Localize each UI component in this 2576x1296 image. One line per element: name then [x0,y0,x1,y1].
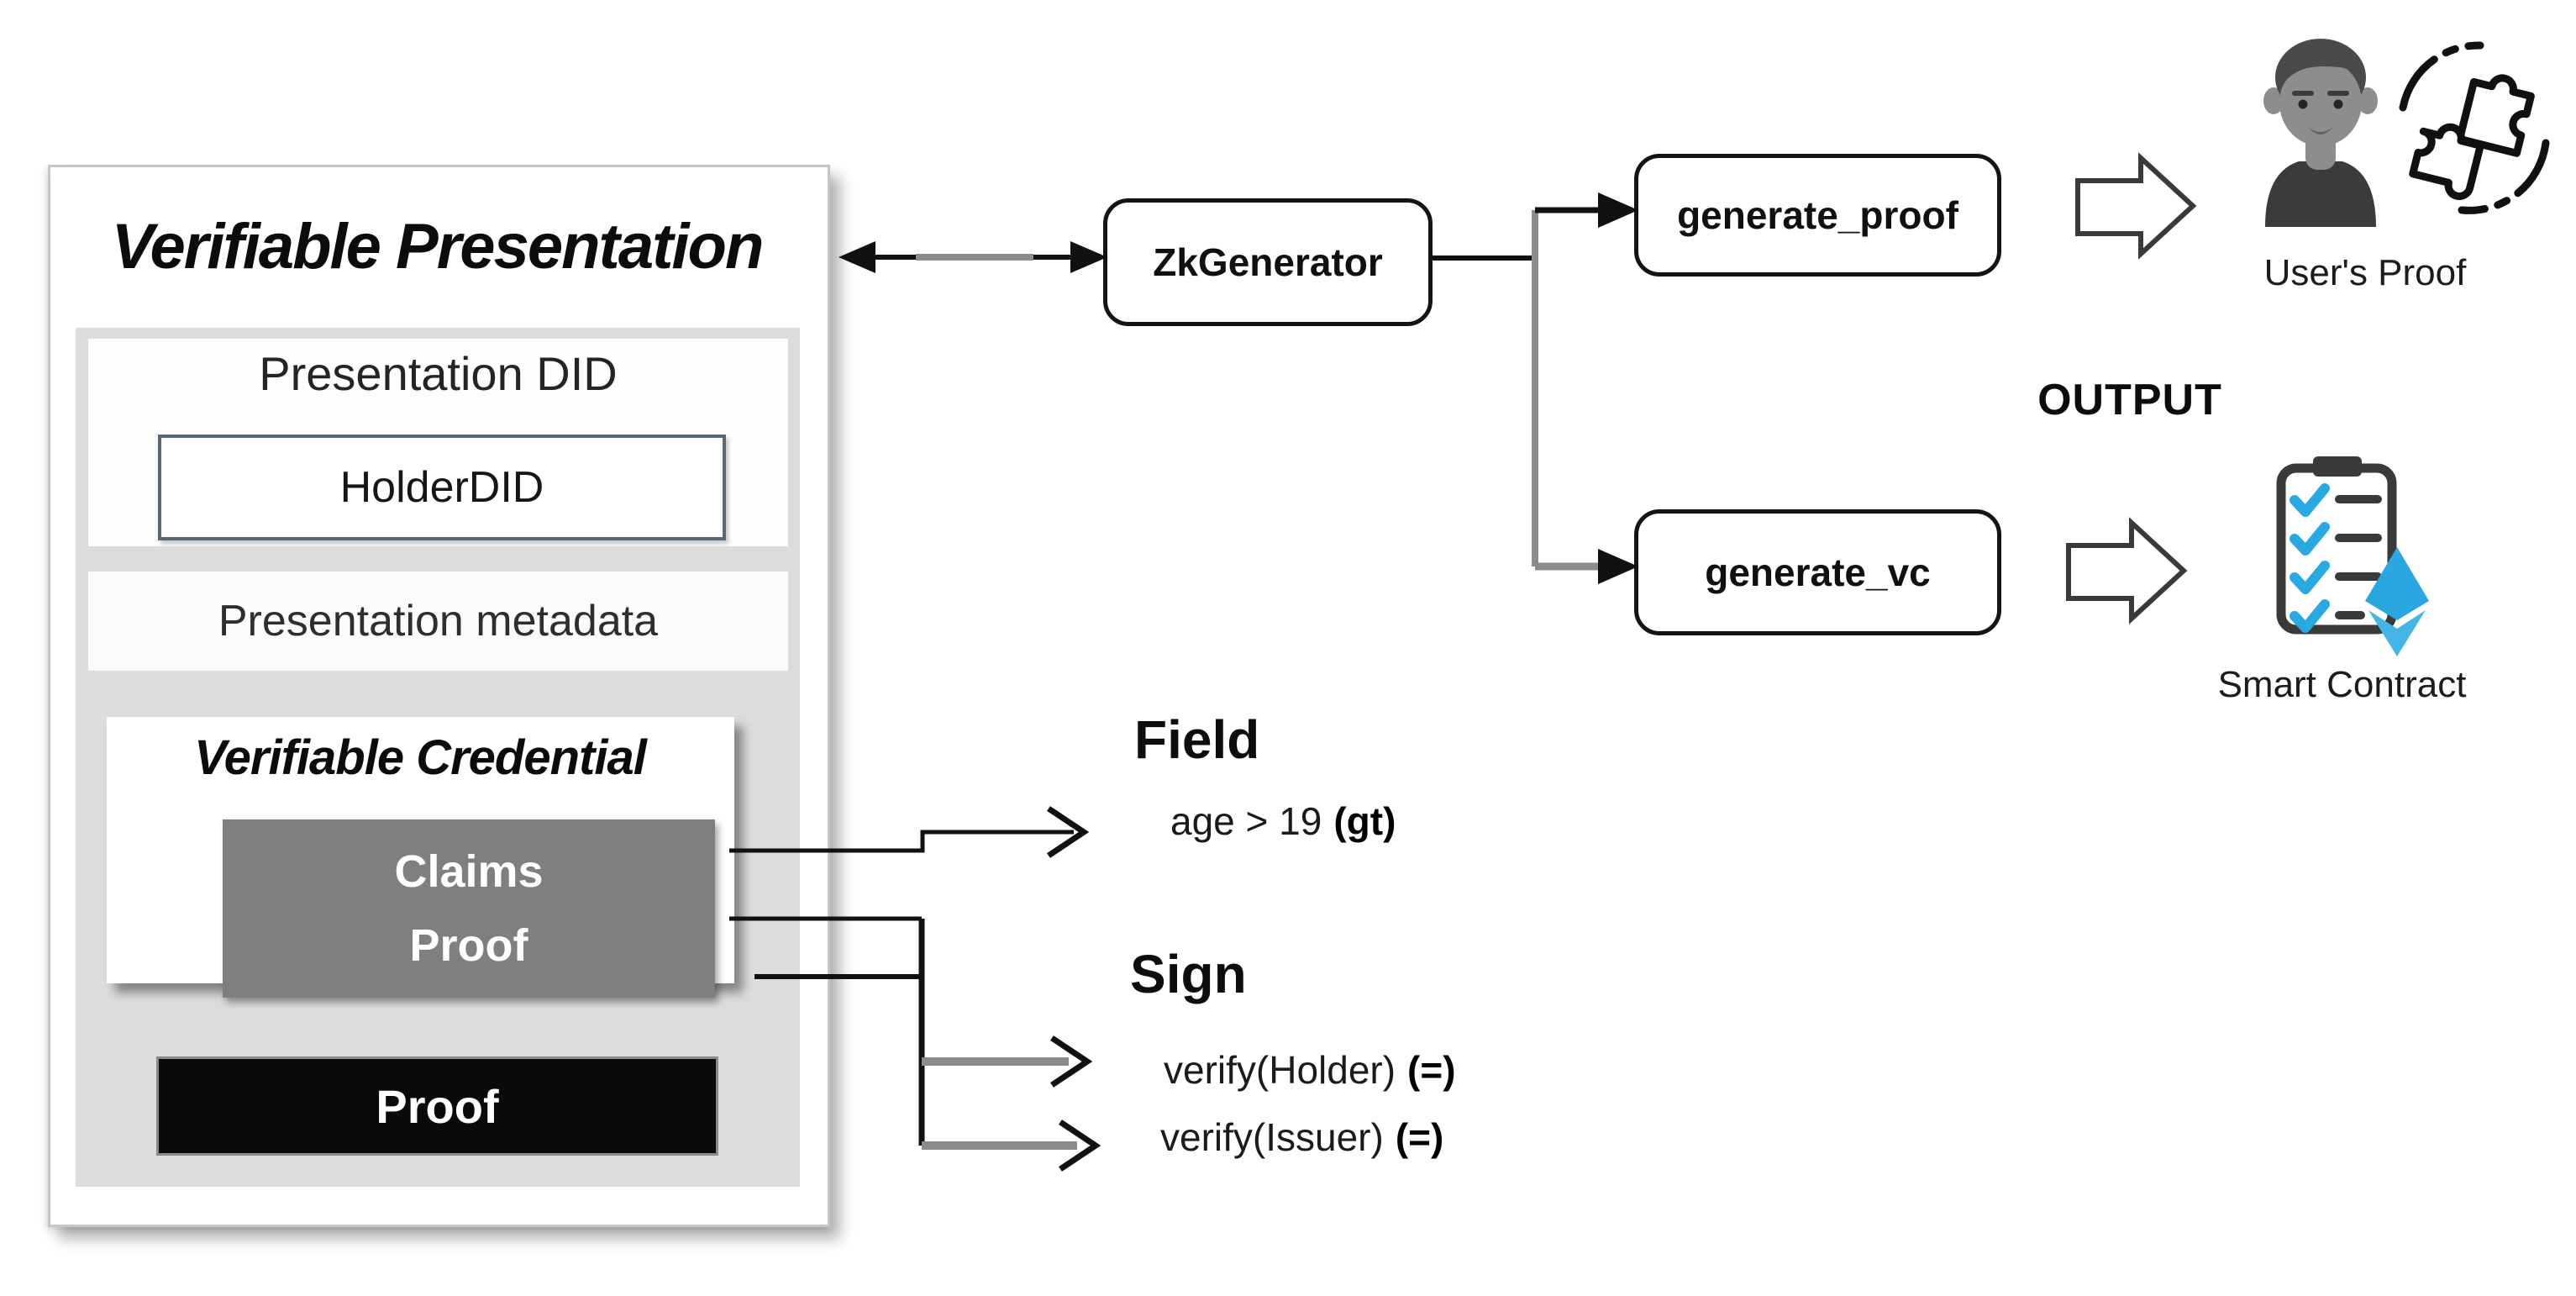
sign-verify-issuer-operator: (=) [1395,1115,1444,1159]
presentation-metadata-label: Presentation metadata [218,597,659,645]
user-avatar-icon [2263,39,2378,227]
smart-contract-label: Smart Contract [2217,664,2467,705]
output-heading: OUTPUT [2037,376,2222,424]
zkgenerator-node: ZkGenerator [1103,198,1433,326]
generate-proof-node: generate_proof [1634,154,2001,277]
presentation-did-label: Presentation DID [259,347,618,400]
vp-proof-label: Proof [376,1079,499,1133]
generate-vc-node: generate_vc [1634,509,2001,635]
field-heading: Field [1134,709,1260,770]
generate-proof-label: generate_proof [1677,193,1958,237]
verifiable-presentation-title: Verifiable Presentation [111,211,765,282]
vc-proof-label: Proof [409,920,528,972]
generate-vc-label: generate_vc [1705,551,1931,594]
users-proof-label: User's Proof [2263,252,2467,293]
zkgenerator-label: ZkGenerator [1153,240,1383,284]
block-arrow-users-proof [2075,152,2197,260]
claims-label: Claims [394,846,544,897]
field-operator: (gt) [1333,799,1396,843]
clipboard-checklist-icon [2276,456,2429,656]
field-expression-text: age > 19 [1170,799,1322,843]
ethereum-icon [2365,547,2429,656]
sign-verify-issuer: verify(Issuer)(=) [1160,1114,1443,1160]
zkgenerator-branch-connector [1428,192,1638,584]
vp-proof-box: Proof [156,1056,718,1156]
sign-heading: Sign [1130,944,1247,1004]
verifiable-credential-title: Verifiable Credential [194,730,647,785]
puzzle-sync-icon [2399,41,2550,214]
sign-verify-issuer-text: verify(Issuer) [1160,1115,1384,1159]
block-arrow-smart-contract [2066,517,2188,624]
sign-verify-holder: verify(Holder)(=) [1164,1047,1456,1093]
sign-verify-holder-operator: (=) [1407,1048,1456,1092]
presentation-metadata-section: Presentation metadata [88,572,788,671]
holder-did-box: HolderDID [158,435,726,540]
vp-zkgenerator-double-arrow [839,241,1107,273]
sign-verify-holder-text: verify(Holder) [1164,1048,1396,1092]
claims-proof-box: Claims Proof [223,819,715,998]
field-expression: age > 19(gt) [1170,798,1396,844]
holder-did-label: HolderDID [339,463,544,512]
